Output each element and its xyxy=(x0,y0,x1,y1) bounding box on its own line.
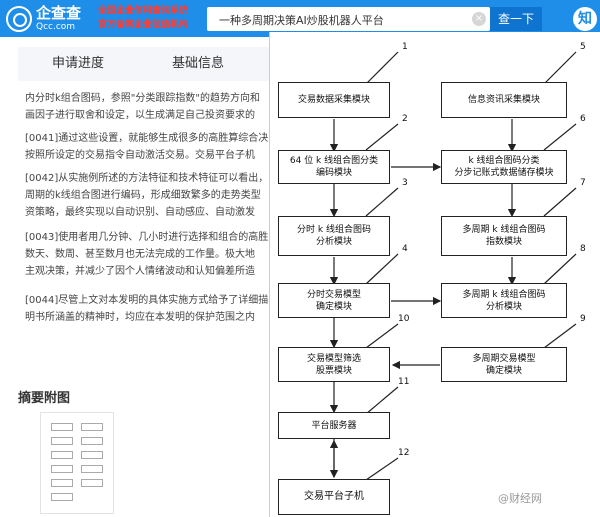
intraday-trading-model-module: 分时交易模型 确定模块 xyxy=(278,283,390,318)
trading-platform-terminal: 交易平台子机 xyxy=(278,479,390,515)
patent-diagram-overlay: 交易数据采集模块 64 位 k 线组合图分类 编码模块 分时 k 线组合图码 分… xyxy=(269,32,600,517)
description-line: [0043]使用者用几分钟、几小时进行选择和组合的高胜 xyxy=(25,232,269,243)
ref-number: 4 xyxy=(402,244,408,254)
description-line: 周期的k线组合图进行编码，形成细致繁多的走势类型 xyxy=(25,190,261,201)
search-input[interactable]: 一种多周期决策AI炒股机器人平台 × xyxy=(207,7,490,31)
weibo-watermark: @财经网 xyxy=(498,492,542,505)
description-line: [0042]从实施例所述的方法特征和技术特征可以看出， xyxy=(25,173,269,184)
slogan-line-2: 官方备案企业征信机构 xyxy=(98,20,189,30)
ref-number: 1 xyxy=(402,42,408,52)
logo-name: 企查查 xyxy=(36,4,82,22)
description-line: 按照所设定的交易指令自动激活交易。交易平台子机 xyxy=(25,150,255,161)
tab-basic-info[interactable]: 基础信息 xyxy=(171,56,224,71)
tab-application-progress[interactable]: 申请进度 xyxy=(51,56,104,71)
kline-classification-encoding-module: 64 位 k 线组合图分类 编码模块 xyxy=(278,150,390,184)
description-line: 主观决策，并减少了因个人情绪波动和认知偏差所造 xyxy=(25,266,255,277)
ref-number: 2 xyxy=(402,114,408,124)
description-line: 资策略，最终实现以自动识别、自动感应、自动激发 xyxy=(25,207,255,218)
ref-number: 9 xyxy=(580,314,586,324)
abstract-figure-title: 摘要附图 xyxy=(18,391,71,406)
trading-data-collection-module: 交易数据采集模块 xyxy=(278,82,390,118)
logo-icon xyxy=(6,5,32,32)
zhihu-badge[interactable]: 知 xyxy=(573,7,597,31)
ref-number: 8 xyxy=(580,244,586,254)
top-header: 企查查 Qcc.com 全国企业信用查询系统 官方备案企业征信机构 一种多周期决… xyxy=(0,0,600,37)
description-line: [0044]尽管上文对本发明的具体实施方式给予了详细描 xyxy=(25,295,269,306)
logo-url: Qcc.com xyxy=(36,22,76,32)
description-line: 明书所涵盖的精神时，均应在本发明的保护范围之内 xyxy=(25,312,255,323)
multi-period-trading-model-module: 多周期交易模型 确定模块 xyxy=(441,347,567,382)
kline-storage-module: k 线组合图码分类 分步记账式数据储存模块 xyxy=(441,150,567,184)
slogan-line-1: 全国企业信用查询系统 xyxy=(98,6,189,16)
ref-number: 7 xyxy=(580,178,586,188)
description-line: [0041]通过这些设置，就能够生成很多的高胜算综合决 xyxy=(25,133,269,144)
ref-number: 5 xyxy=(580,42,586,52)
search-button[interactable]: 查一下 xyxy=(490,7,542,31)
multi-period-index-module: 多周期 k 线组合图码 指数模块 xyxy=(441,216,567,256)
slogan: 全国企业信用查询系统 官方备案企业征信机构 xyxy=(98,4,188,32)
clear-icon[interactable]: × xyxy=(472,12,486,26)
ref-number: 11 xyxy=(398,377,410,387)
ref-number: 6 xyxy=(580,114,586,124)
abstract-figure-thumbnail[interactable] xyxy=(40,412,114,514)
description-line: 内分时k组合图码，参照"分类跟踪指数"的趋势方向和 xyxy=(25,93,260,104)
intraday-kline-analysis-module: 分时 k 线组合图码 分析模块 xyxy=(278,216,390,256)
ref-number: 10 xyxy=(398,314,410,324)
description-line: 画因子进行取舍和设定，以生成满足自己投资要求的 xyxy=(25,110,255,121)
description-line: 数天、数周、甚至数月也无法完成的工作量。极大地 xyxy=(25,249,255,260)
diagram-connectors xyxy=(329,51,577,481)
multi-period-analysis-module: 多周期 k 线组合图码 分析模块 xyxy=(441,283,567,318)
ref-number: 12 xyxy=(398,448,410,458)
ref-number: 3 xyxy=(402,178,408,188)
news-collection-module: 信息资讯采集模块 xyxy=(441,82,567,118)
qcc-logo[interactable]: 企查查 Qcc.com xyxy=(6,5,81,32)
platform-server: 平台服务器 xyxy=(278,412,390,439)
stock-screening-module: 交易模型筛选 股票模块 xyxy=(278,347,390,382)
search-value: 一种多周期决策AI炒股机器人平台 xyxy=(219,14,384,27)
